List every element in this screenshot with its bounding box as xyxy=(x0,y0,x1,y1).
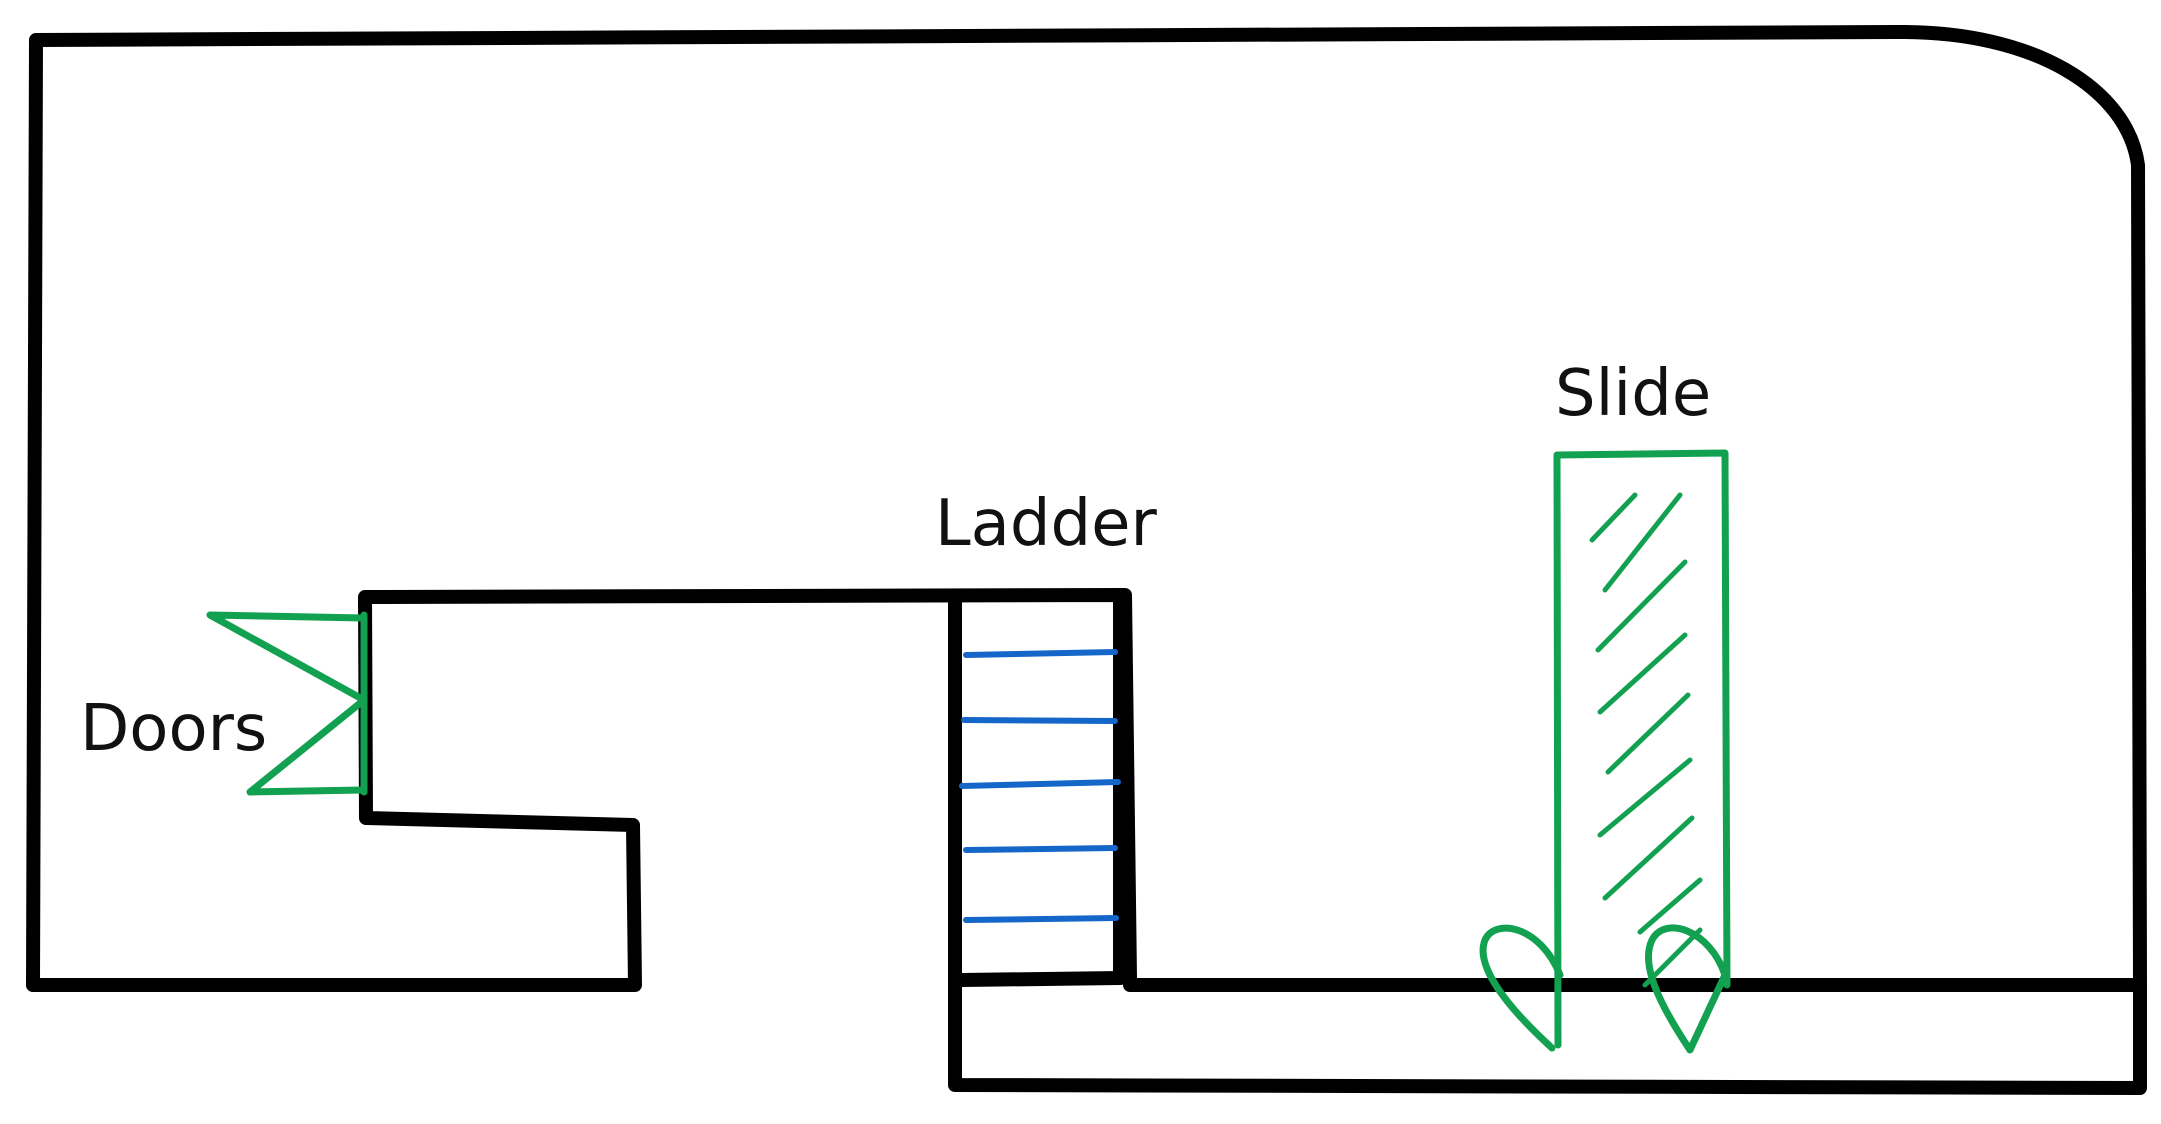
upper-door-flap xyxy=(206,611,368,704)
slide-hatch-line xyxy=(1589,492,1638,543)
structure-outline xyxy=(26,24,2147,1095)
ladder-rung xyxy=(963,649,1118,658)
slide-hatch-line xyxy=(1597,757,1693,838)
slide-right-foot xyxy=(1645,924,1729,1054)
ladder-rungs xyxy=(959,649,1121,923)
ladder-label: Ladder xyxy=(935,487,1158,561)
slide-hatch-line xyxy=(1642,927,1703,988)
ladder-rung xyxy=(961,717,1118,724)
ladder-rung xyxy=(963,845,1118,853)
main-body-outline xyxy=(26,24,2147,992)
slide-drawing xyxy=(1479,449,1731,1054)
slide-hatching xyxy=(1589,492,1703,988)
slide-hatch-line xyxy=(1602,815,1695,901)
slide-label: Slide xyxy=(1555,357,1711,431)
slide-hatch-line xyxy=(1637,877,1703,935)
lower-door-flap xyxy=(246,696,368,796)
lower-base-outline xyxy=(948,593,2147,1095)
ladder-bottom-step xyxy=(955,971,1127,987)
doors-label: Doors xyxy=(80,692,267,766)
slide-hatch-line xyxy=(1605,692,1691,775)
slide-hatch-line xyxy=(1602,492,1683,593)
slide-hatch-line xyxy=(1595,559,1688,653)
ladder-rung xyxy=(963,915,1119,923)
slide-hatch-line xyxy=(1597,632,1688,715)
ladder-rung xyxy=(959,779,1121,789)
slide-left-foot xyxy=(1479,924,1564,1052)
slide-rectangle xyxy=(1553,449,1731,1049)
doors-drawing xyxy=(206,611,368,796)
